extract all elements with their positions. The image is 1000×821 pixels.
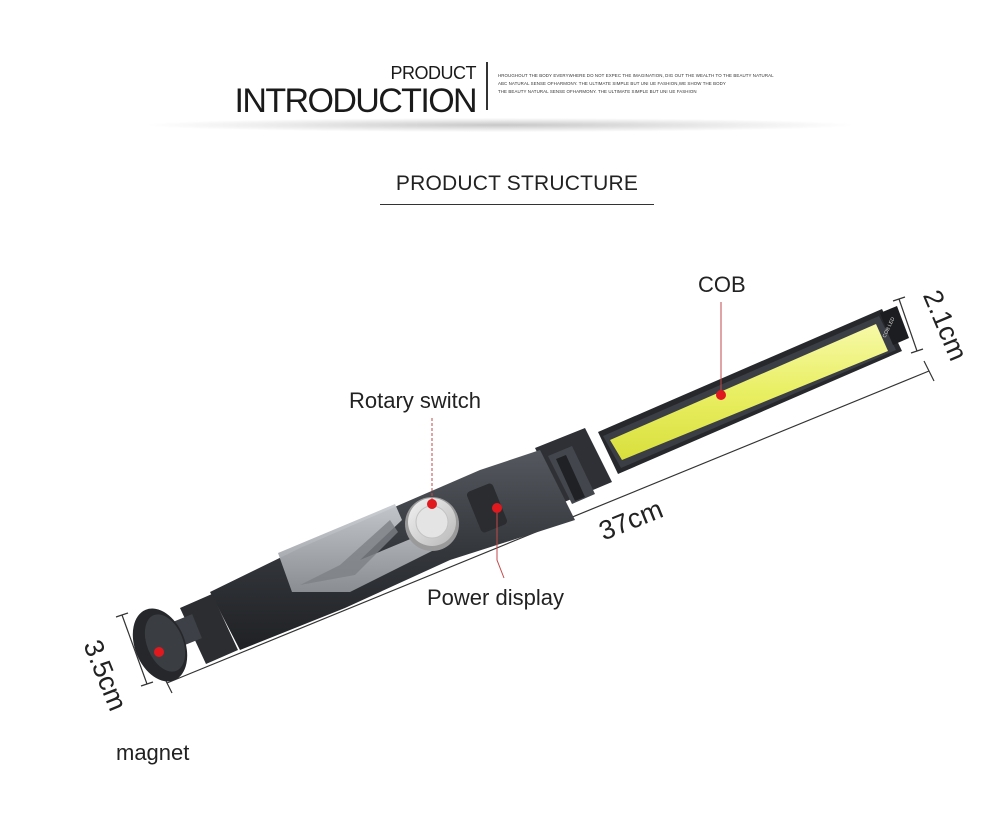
rotary-switch-knob xyxy=(405,497,459,551)
handle xyxy=(210,450,575,650)
cob-label: COB xyxy=(698,272,746,297)
title-small: PRODUCT xyxy=(390,63,477,83)
head-width-dimension xyxy=(892,296,924,354)
power-marker xyxy=(492,503,502,513)
magnet-base xyxy=(132,594,238,682)
leader-lines xyxy=(431,302,722,579)
header-caption: Hroughout the body everywhere do not exp… xyxy=(498,72,828,96)
rotary-marker xyxy=(427,499,437,509)
title-big: INTRODUCTION xyxy=(234,82,478,120)
caption-line: abc natural sense ofharmony. the ultimat… xyxy=(498,81,726,86)
markers xyxy=(154,390,726,657)
magnet-label: magnet xyxy=(116,740,190,765)
base-width-dimension xyxy=(115,612,154,687)
section-title: PRODUCT STRUCTURE xyxy=(380,172,654,205)
rotary-switch-label: Rotary switch xyxy=(349,388,482,413)
caption-line: Hroughout the body everywhere do not exp… xyxy=(498,73,774,78)
power-display-label: Power display xyxy=(427,585,564,610)
magnet-marker xyxy=(154,647,164,657)
power-leader xyxy=(496,508,505,579)
header: PRODUCT INTRODUCTION Hroughout the body … xyxy=(0,0,1000,140)
cob-marker xyxy=(716,390,726,400)
header-shadow xyxy=(150,118,850,132)
caption-line: the beauty natural sense ofharmony. the … xyxy=(498,89,697,94)
title-divider xyxy=(486,62,488,110)
cob-head: COB LED xyxy=(598,306,909,474)
